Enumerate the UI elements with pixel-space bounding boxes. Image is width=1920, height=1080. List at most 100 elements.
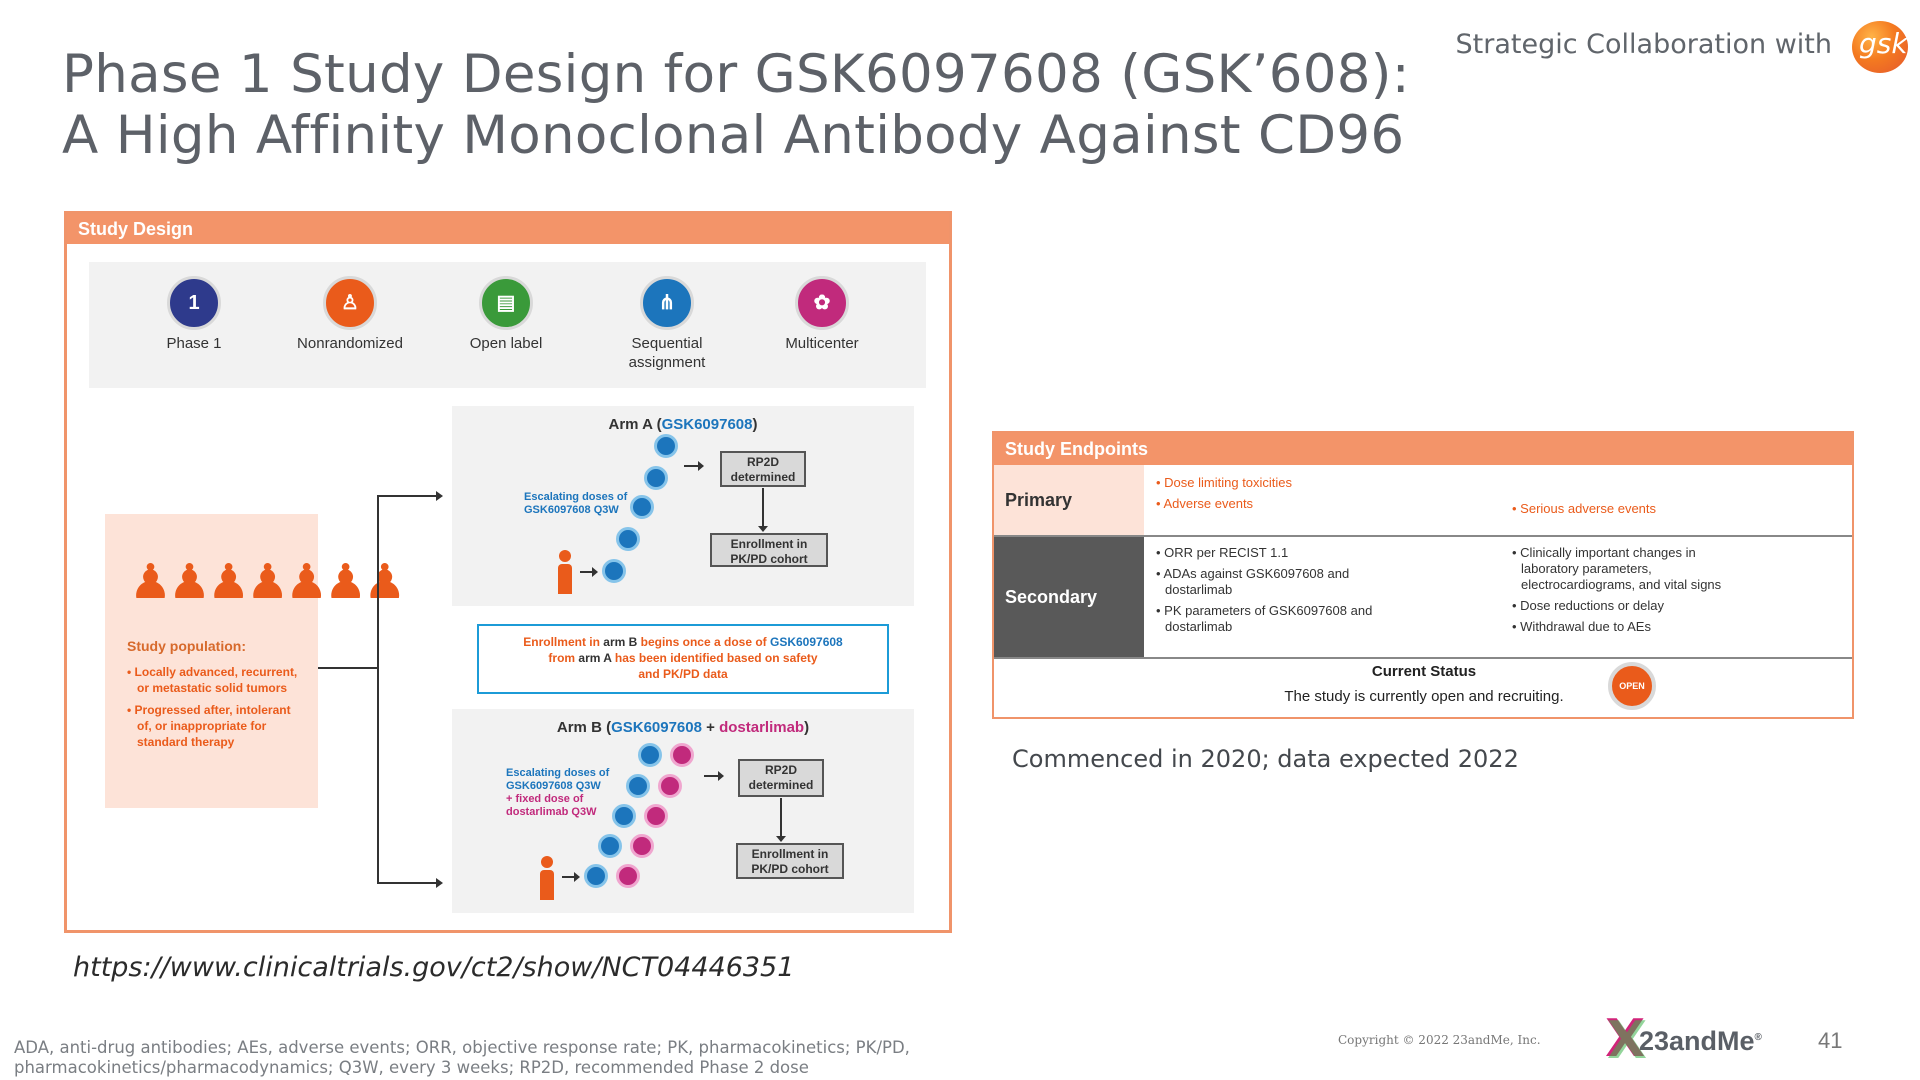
brand-x-icon: X — [1605, 1009, 1646, 1069]
slide-title: Phase 1 Study Design for GSK6097608 (GSK… — [62, 44, 1410, 166]
commenced-note: Commenced in 2020; data expected 2022 — [1012, 745, 1519, 773]
open-sign-icon: OPEN — [1608, 662, 1656, 710]
patient-icon — [558, 550, 572, 594]
endpoint-item: • PK parameters of GSK6097608 and dostar… — [1156, 603, 1373, 634]
bottle-icon: ▤ — [479, 276, 533, 330]
primary-label: Primary — [994, 465, 1144, 535]
secondary-col-2: • Clinically important changes in labora… — [1512, 545, 1748, 640]
feature-open-label: ▤ Open label — [431, 276, 581, 353]
arrow-down-icon — [758, 488, 768, 532]
endpoint-item: • Withdrawal due to AEs — [1512, 619, 1651, 634]
dose-icon — [658, 774, 682, 798]
feature-label: Phase 1 — [166, 335, 222, 352]
arrow-icon — [580, 567, 598, 577]
dose-icon — [612, 804, 636, 828]
connector-line — [377, 495, 379, 884]
arrow-icon — [684, 461, 704, 471]
arrow-icon — [704, 771, 724, 781]
dose-icon — [638, 743, 662, 767]
arm-b-escalation-label: Escalating doses of GSK6097608 Q3W + fix… — [506, 767, 610, 818]
flowchart-icon: ⋔ — [640, 276, 694, 330]
feature-nonrandomized: ♙ Nonrandomized — [275, 276, 425, 353]
arrow-to-arm-b — [377, 878, 443, 888]
feature-multicenter: ✿ Multicenter — [747, 276, 897, 353]
population-title: Study population: — [127, 638, 246, 654]
dose-icon — [616, 864, 640, 888]
study-design-panel: Study Design 1 Phase 1 ♙ Nonrandomized ▤… — [64, 211, 952, 933]
current-status-text: The study is currently open and recruiti… — [1284, 688, 1564, 705]
dose-icon — [644, 804, 668, 828]
secondary-label: Secondary — [994, 537, 1144, 657]
feature-label: Open label — [469, 335, 543, 352]
endpoint-item: • Dose limiting toxicities — [1156, 475, 1293, 490]
divider — [994, 657, 1852, 659]
dose-icon — [654, 434, 678, 458]
endpoint-item: • Clinically important changes in labora… — [1512, 545, 1722, 592]
title-line-2: A High Affinity Monoclonal Antibody Agai… — [62, 105, 1405, 166]
arrow-to-arm-a — [377, 491, 443, 501]
feature-label: Sequential assignment — [628, 335, 706, 371]
study-features: 1 Phase 1 ♙ Nonrandomized ▤ Open label ⋔… — [89, 262, 926, 388]
number-one-icon: 1 — [167, 276, 221, 330]
divider — [994, 535, 1852, 537]
source-link[interactable]: https://www.clinicaltrials.gov/ct2/show/… — [73, 952, 795, 983]
feature-label: Multicenter — [785, 335, 859, 352]
brand-x-icon: X — [1607, 1011, 1648, 1071]
network-icon: ✿ — [795, 276, 849, 330]
dose-icon — [630, 834, 654, 858]
study-design-heading: Study Design — [67, 214, 949, 244]
endpoint-item: • Dose reductions or delay — [1512, 598, 1664, 613]
gsk-logo: gsk — [1852, 21, 1908, 73]
endpoints-heading: Study Endpoints — [994, 433, 1852, 465]
feature-label: Nonrandomized — [297, 335, 403, 352]
dose-icon — [584, 864, 608, 888]
connector-line — [318, 667, 378, 669]
study-endpoints-panel: Study Endpoints Primary • Dose limiting … — [992, 431, 1854, 719]
endpoint-item: • ORR per RECIST 1.1 — [1156, 545, 1289, 560]
endpoint-item: • Adverse events — [1156, 496, 1254, 511]
population-list: • Locally advanced, recurrent, or metast… — [127, 664, 307, 756]
patient-icon — [540, 856, 554, 900]
endpoint-item: • ADAs against GSK6097608 and dostarlima… — [1156, 566, 1350, 597]
arm-b-title: Arm B (GSK6097608 + dostarlimab) — [556, 719, 810, 736]
person-icon: ♙ — [323, 276, 377, 330]
people-icon: ♟♟♟♟♟♟♟ — [129, 556, 406, 609]
dose-icon — [598, 834, 622, 858]
enrollment-note: Enrollment in arm B begins once a dose o… — [477, 624, 889, 694]
primary-col-1: • Dose limiting toxicities • Adverse eve… — [1156, 475, 1496, 517]
endpoint-item: • Serious adverse events — [1512, 501, 1657, 516]
arm-a-title: Arm A (GSK6097608) — [608, 416, 758, 433]
dose-icon — [630, 495, 654, 519]
study-population-box: ♟♟♟♟♟♟♟ Study population: • Locally adva… — [105, 514, 406, 808]
current-status-title: Current Status — [1371, 663, 1477, 680]
arrow-down-icon — [776, 798, 786, 842]
feature-phase-1: 1 Phase 1 — [119, 276, 269, 353]
abbreviations-footnote: ADA, anti-drug antibodies; AEs, adverse … — [14, 1038, 910, 1077]
arm-a-escalation-label: Escalating doses of GSK6097608 Q3W — [524, 491, 628, 516]
arm-a-box: Arm A (GSK6097608) Escalating doses of G… — [452, 406, 914, 606]
dose-icon — [602, 559, 626, 583]
dose-icon — [670, 743, 694, 767]
feature-sequential-assignment: ⋔ Sequential assignment — [587, 276, 747, 372]
dose-icon — [616, 527, 640, 551]
copyright-text: Copyright © 2022 23andMe, Inc. — [1338, 1033, 1541, 1047]
title-line-1: Phase 1 Study Design for GSK6097608 (GSK… — [62, 44, 1410, 105]
secondary-endpoints-row: Secondary • ORR per RECIST 1.1 • ADAs ag… — [994, 537, 1852, 657]
page-number: 41 — [1818, 1028, 1843, 1053]
dose-icon — [626, 774, 650, 798]
dose-icon — [644, 466, 668, 490]
arm-b-box: Arm B (GSK6097608 + dostarlimab) Escalat… — [452, 709, 914, 913]
secondary-col-1: • ORR per RECIST 1.1 • ADAs against GSK6… — [1156, 545, 1388, 640]
collaboration-text: Strategic Collaboration with — [1455, 29, 1832, 60]
arrow-icon — [562, 872, 580, 882]
primary-endpoints-row: Primary • Dose limiting toxicities • Adv… — [994, 465, 1852, 535]
primary-col-2: • Serious adverse events — [1512, 501, 1832, 522]
brand-name: 23andMe® — [1639, 1026, 1762, 1056]
gsk-logo-text: gsk — [1859, 27, 1908, 60]
population-item: • Locally advanced, recurrent, or metast… — [127, 665, 298, 695]
population-item: • Progressed after, intolerant of, or in… — [127, 703, 291, 749]
